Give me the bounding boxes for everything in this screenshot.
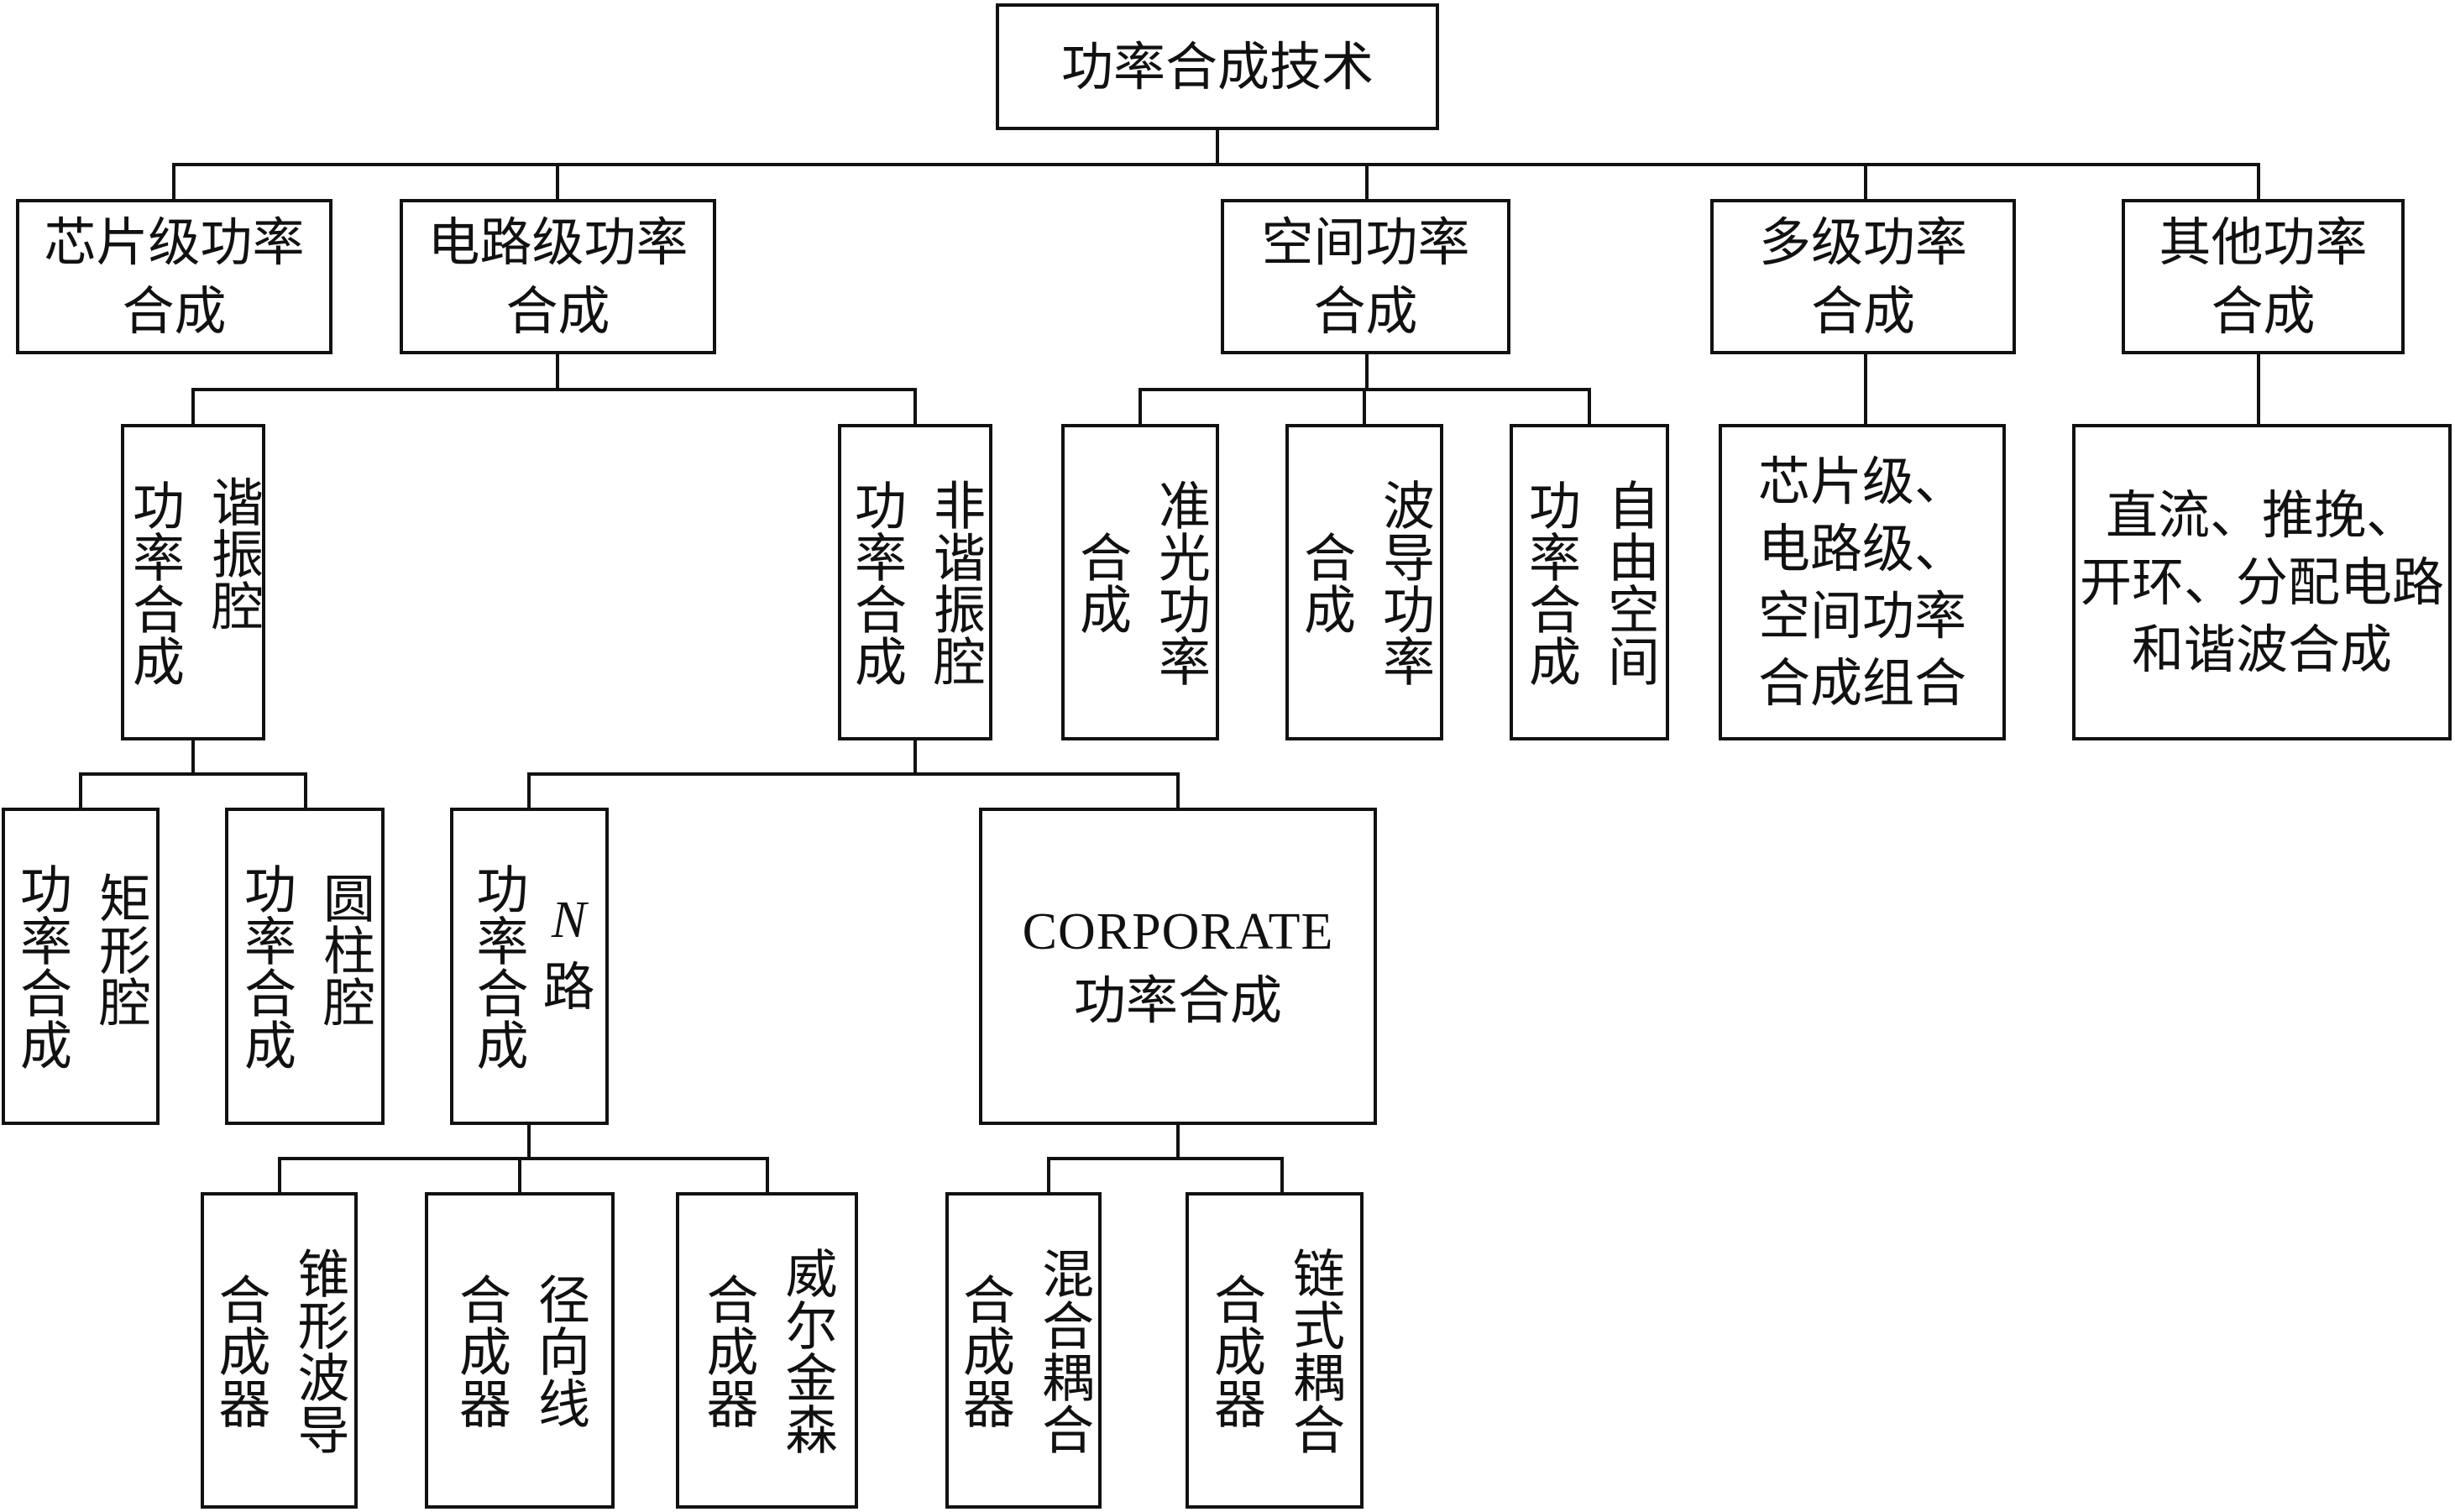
- node-chain-coupler-combiner: 链式耦合 合成器: [1186, 1192, 1364, 1509]
- multilevel-line2: 合成: [1810, 280, 1915, 342]
- node-tapered-waveguide-combiner: 锥形波导 合成器: [201, 1192, 358, 1509]
- node-nonresonant-cavity: 非谐振腔 功率合成: [838, 424, 992, 740]
- corporate-line2: 功率合成: [1073, 970, 1282, 1031]
- multilevel-child-line4: 合成组合: [1757, 651, 1966, 714]
- node-other-methods: 直流、推挽、 开环、分配电路 和谐波合成: [2072, 424, 2452, 740]
- wilkinson-left-text: 合成器: [697, 1272, 759, 1429]
- other-line1: 其他功率: [2159, 211, 2368, 273]
- quasi-right-col: 准光功率: [1146, 479, 1213, 687]
- multilevel-line1: 多级功率: [1758, 211, 1967, 273]
- hybrid-right-text: 混合耦合: [1033, 1246, 1094, 1455]
- quasi-right-text: 准光功率: [1149, 478, 1211, 687]
- node-radial-line-combiner: 径向线 合成器: [425, 1192, 615, 1509]
- rect-right-col: 矩形腔: [86, 871, 154, 1028]
- wilkinson-right-col: 威尔金森: [773, 1247, 840, 1455]
- cyl-left-text: 功率合成: [235, 862, 296, 1070]
- wilkinson-left-col: 合成器: [694, 1273, 762, 1429]
- wilkinson-right-text: 威尔金森: [776, 1246, 838, 1455]
- root-node: 功率合成技术: [996, 3, 1439, 130]
- nonresonant-left-col: 功率合成: [842, 479, 909, 687]
- resonant-right-text: 谐振腔: [202, 474, 264, 631]
- node-hybrid-coupler-combiner: 混合耦合 合成器: [945, 1192, 1102, 1509]
- corporate-line1: CORPORATE: [1022, 903, 1334, 960]
- circuit-level-line2: 合成: [505, 280, 610, 342]
- cyl-left-col: 功率合成: [232, 862, 299, 1070]
- rect-right-text: 矩形腔: [90, 871, 151, 1028]
- npath-left-col: 功率合成: [463, 862, 531, 1070]
- taper-left-text: 合成器: [209, 1272, 271, 1429]
- multilevel-child-line3: 空间功率: [1757, 584, 1966, 646]
- cyl-right-text: 圆柱腔: [314, 871, 375, 1028]
- npath-right-text: 路: [542, 956, 595, 1018]
- nonresonant-left-text: 功率合成: [845, 478, 907, 687]
- npath-n-variable: N: [551, 892, 587, 949]
- freespace-left-text: 功率合成: [1520, 478, 1581, 687]
- radial-right-text: 径向线: [529, 1272, 590, 1429]
- quasi-left-col: 合成: [1067, 531, 1134, 635]
- hybrid-left-text: 合成器: [954, 1272, 1015, 1429]
- taper-right-text: 锥形波导: [288, 1246, 350, 1455]
- node-multilevel-combination: 芯片级、 电路级、 空间功率 合成组合: [1719, 424, 2006, 740]
- rect-left-text: 功率合成: [11, 862, 72, 1070]
- waveguide-right-col: 波导功率: [1370, 479, 1437, 687]
- nonresonant-right-text: 非谐振腔: [924, 478, 986, 687]
- node-multilevel: 多级功率 合成: [1710, 199, 2016, 354]
- node-free-space: 自由空间 功率合成: [1510, 424, 1669, 740]
- hybrid-right-col: 混合耦合: [1029, 1247, 1097, 1455]
- node-cylindrical-cavity: 圆柱腔 功率合成: [225, 808, 385, 1125]
- radial-left-col: 合成器: [447, 1273, 514, 1429]
- freespace-right-col: 自由空间: [1595, 479, 1662, 687]
- taper-right-col: 锥形波导: [285, 1247, 353, 1455]
- node-quasi-optical: 准光功率 合成: [1061, 424, 1219, 740]
- waveguide-left-text: 合成: [1295, 530, 1356, 635]
- hybrid-left-col: 合成器: [950, 1273, 1018, 1429]
- resonant-right-col: 谐振腔: [199, 475, 266, 631]
- taper-left-col: 合成器: [207, 1273, 274, 1429]
- multilevel-child-line2: 电路级、: [1757, 517, 1966, 579]
- spatial-line1: 空间功率: [1261, 211, 1470, 273]
- freespace-right-text: 自由空间: [1599, 478, 1660, 687]
- waveguide-right-text: 波导功率: [1374, 478, 1435, 687]
- node-resonant-cavity: 谐振腔 功率合成: [121, 424, 265, 740]
- node-other: 其他功率 合成: [2122, 199, 2405, 354]
- resonant-left-text: 功率合成: [123, 478, 185, 687]
- quasi-left-text: 合成: [1070, 530, 1132, 635]
- chip-level-line2: 合成: [122, 280, 227, 342]
- chain-left-text: 合成器: [1205, 1272, 1266, 1429]
- chain-right-col: 链式耦合: [1280, 1247, 1348, 1455]
- chain-left-col: 合成器: [1201, 1273, 1269, 1429]
- other-line2: 合成: [2211, 280, 2316, 342]
- other-child-line3: 和谐波合成: [2131, 618, 2392, 680]
- node-n-path-combining: N 路 功率合成: [450, 808, 609, 1125]
- root-label: 功率合成技术: [1060, 35, 1374, 97]
- radial-right-col: 径向线: [526, 1273, 593, 1429]
- other-child-line2: 开环、分配电路: [2079, 551, 2444, 613]
- npath-left-text: 功率合成: [467, 862, 529, 1070]
- node-rectangular-cavity: 矩形腔 功率合成: [2, 808, 160, 1125]
- node-corporate-combining: CORPORATE 功率合成: [979, 808, 1377, 1125]
- rect-left-col: 功率合成: [8, 862, 75, 1070]
- node-circuit-level: 电路级功率 合成: [400, 199, 716, 354]
- resonant-left-col: 功率合成: [120, 479, 187, 687]
- radial-left-text: 合成器: [450, 1272, 511, 1429]
- node-spatial: 空间功率 合成: [1221, 199, 1510, 354]
- freespace-left-col: 功率合成: [1516, 479, 1583, 687]
- cyl-right-col: 圆柱腔: [311, 871, 378, 1028]
- waveguide-left-col: 合成: [1291, 531, 1358, 635]
- chip-level-line1: 芯片级功率: [44, 211, 305, 273]
- chain-right-text: 链式耦合: [1284, 1246, 1345, 1455]
- other-child-line1: 直流、推挽、: [2105, 484, 2418, 546]
- nonresonant-right-col: 非谐振腔: [921, 479, 988, 687]
- node-wilkinson-combiner: 威尔金森 合成器: [676, 1192, 858, 1509]
- node-waveguide-power: 波导功率 合成: [1285, 424, 1443, 740]
- spatial-line2: 合成: [1313, 280, 1418, 342]
- npath-right-col: N 路: [542, 887, 594, 1021]
- circuit-level-line1: 电路级功率: [427, 211, 688, 273]
- node-chip-level: 芯片级功率 合成: [16, 199, 332, 354]
- multilevel-child-line1: 芯片级、: [1757, 450, 1966, 512]
